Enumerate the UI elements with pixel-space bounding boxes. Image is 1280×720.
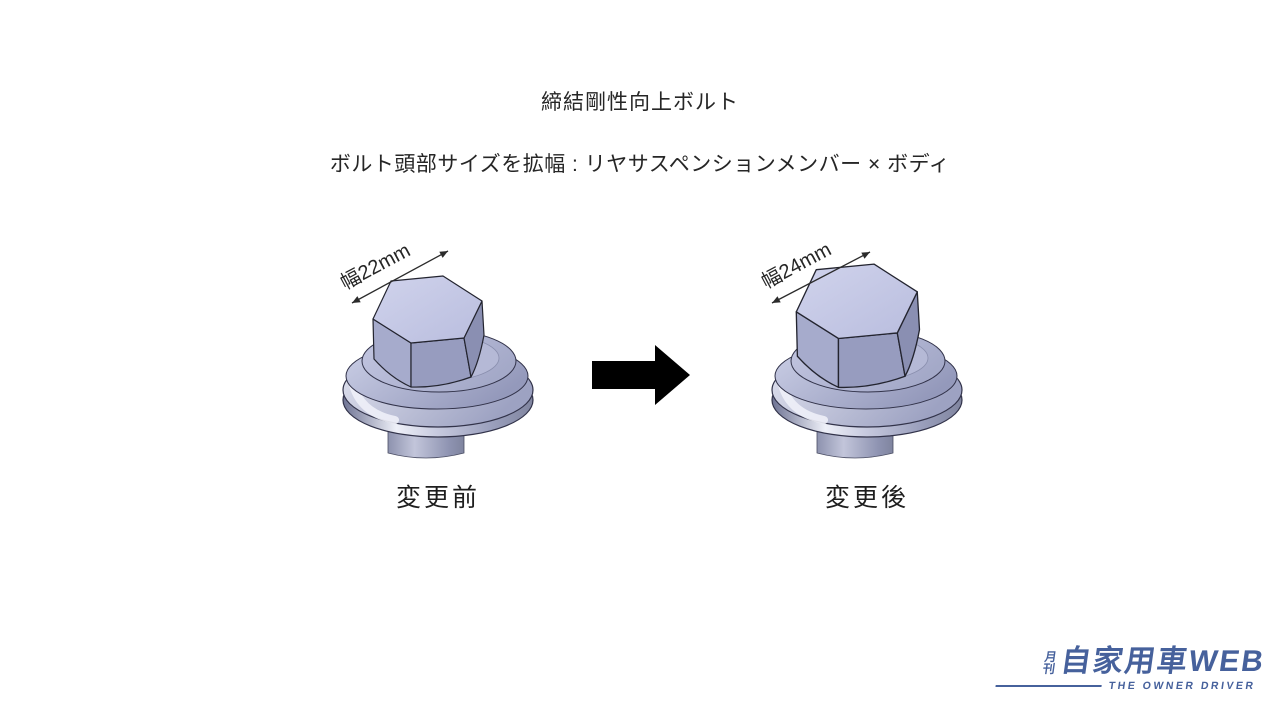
hex-head-before — [372, 275, 485, 388]
right-arrow-icon — [592, 345, 690, 405]
logo-wordmark: 自家用車WEB — [1058, 645, 1268, 678]
logo-prefix: 月 刊 — [1042, 649, 1058, 678]
logo-rule — [995, 684, 1103, 687]
logo-prefix-bottom: 刊 — [1042, 661, 1057, 676]
caption-after: 変更後 — [824, 484, 909, 512]
logo-tagline: THE OWNER DRIVER — [1108, 679, 1257, 692]
bolt-illustration-before: 幅22mm — [337, 239, 563, 472]
page-subtitle: ボルト頭部サイズを拡幅 : リヤサスペンションメンバー × ボディ — [329, 153, 951, 176]
logo-prefix-top: 月 — [1043, 649, 1058, 664]
page-title: 締結剛性向上ボルト — [541, 91, 739, 114]
bolt-illustration-after: 幅24mm — [758, 238, 992, 472]
caption-before: 変更前 — [395, 484, 480, 512]
hex-head-after — [795, 263, 921, 389]
site-logo: 月 刊 自家用車WEB THE OWNER DRIVER — [995, 645, 1268, 692]
